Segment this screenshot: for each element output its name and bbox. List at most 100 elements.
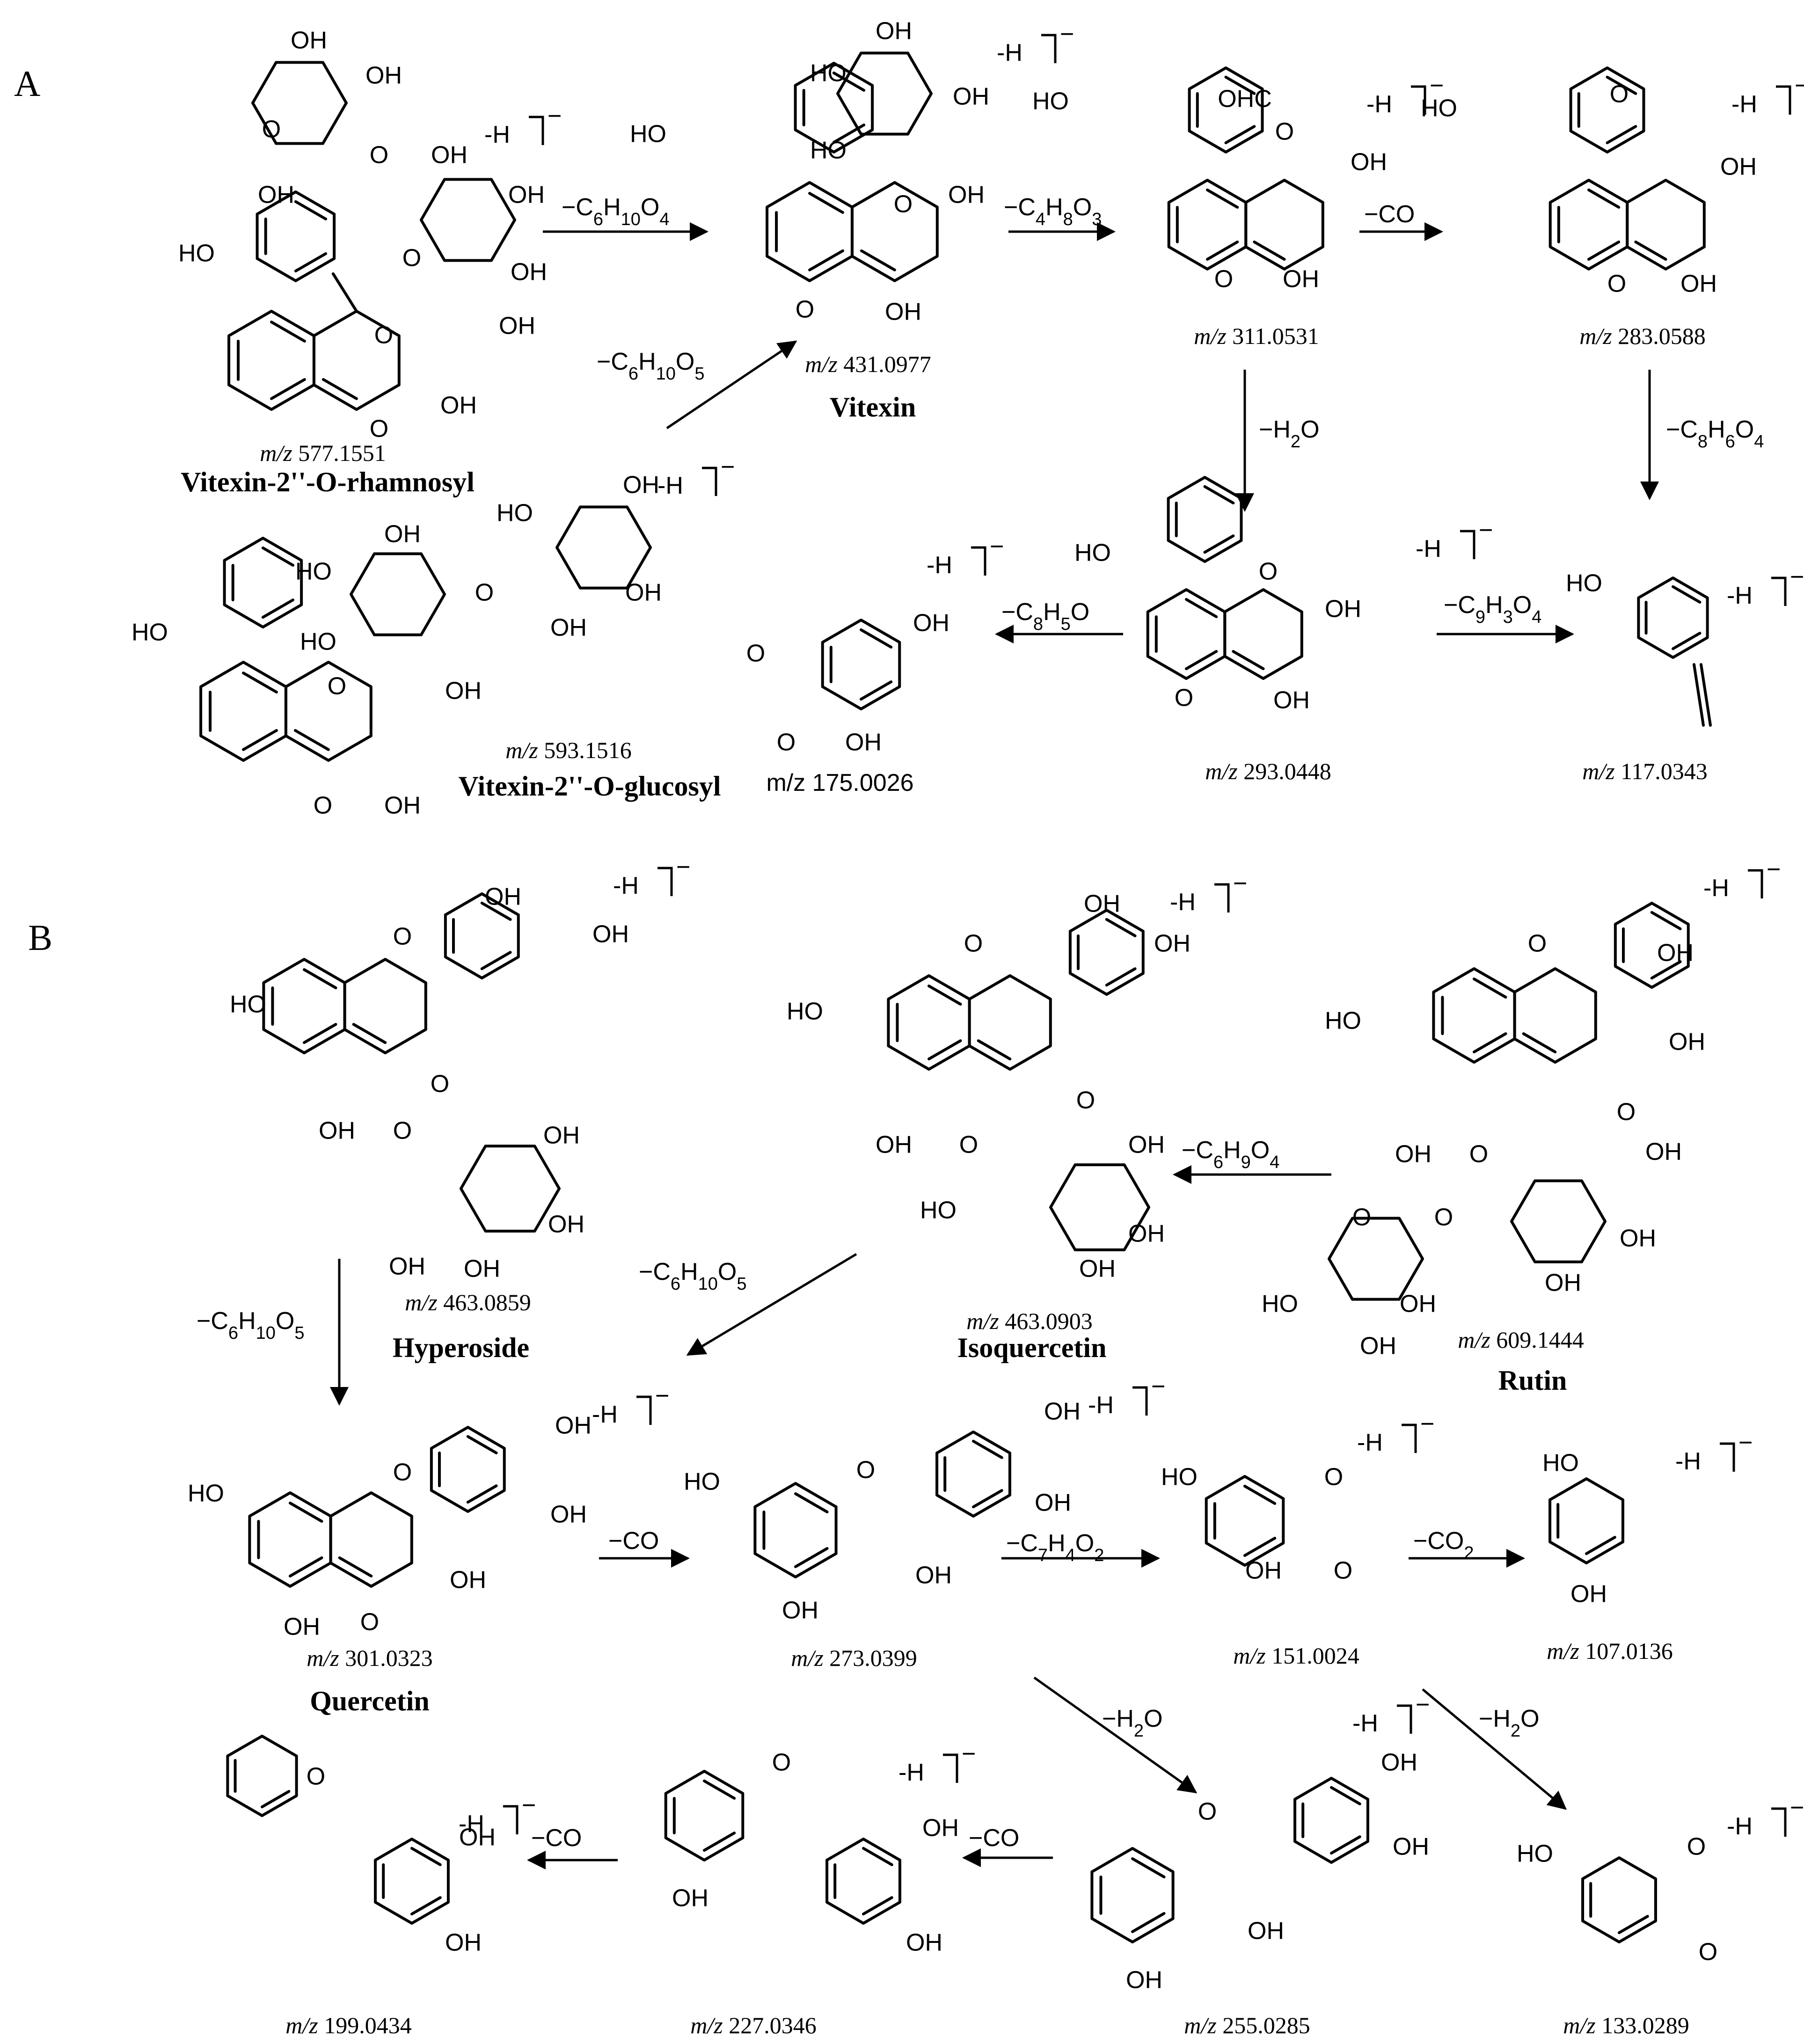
s175-ring-o: O <box>746 640 765 667</box>
charge-minus: − <box>1795 72 1804 99</box>
s273-oh-3: OH <box>915 1562 952 1589</box>
arrow-593-to-431 <box>666 340 797 430</box>
panel-label-a: A <box>14 63 40 104</box>
s311-ring-b <box>1188 66 1264 153</box>
s199-ring-a <box>226 1735 298 1817</box>
s117-ring <box>1637 577 1709 659</box>
c593-glc-oh: OH <box>384 521 421 548</box>
s175-carbonyl-o: O <box>777 729 796 756</box>
compound-name-c609: Rutin <box>1498 1365 1567 1396</box>
s293-oh-5: OH <box>1273 687 1310 714</box>
que-ring-b <box>430 1426 506 1513</box>
c593-oh-7: OH <box>445 678 482 705</box>
neutral-loss-l12: −CO <box>608 1527 659 1555</box>
charge-label: -H <box>1731 91 1757 118</box>
c431-glucose-ring <box>836 51 933 136</box>
mz-label-c107: m/z 107.0136 <box>1547 1638 1673 1664</box>
charge-minus: − <box>721 453 735 481</box>
s117-alkyne <box>1693 663 1705 727</box>
iso-glc-oh: HO <box>920 1197 957 1224</box>
charge-label: -H <box>1703 875 1729 902</box>
s255-ring-a <box>1090 1847 1175 1943</box>
s117-oh: HO <box>1566 570 1602 597</box>
rut-glc-oh: OH <box>1645 1139 1682 1166</box>
c577-rha-o: O <box>262 116 281 143</box>
s273-oh-6: HO <box>684 1468 720 1496</box>
mz-label-c255: m/z 255.0285 <box>1184 2012 1310 2038</box>
rut-ring-o: O <box>1528 930 1547 957</box>
que-oh-3: OH <box>450 1567 486 1594</box>
hyp-ring-o: O <box>393 923 412 950</box>
charge-minus: − <box>1790 563 1804 591</box>
mz-label-c301: m/z 301.0323 <box>307 1645 432 1671</box>
rut-rha-o: O <box>1352 1204 1371 1231</box>
s273-oh-3p: OH <box>1035 1489 1071 1517</box>
s283-ring-c <box>1626 179 1706 270</box>
s273-oh-4p: OH <box>1044 1398 1081 1425</box>
c593-glc2-oh: OH <box>625 579 662 606</box>
s255-charge: -H− <box>1352 1691 1430 1737</box>
c431-oh-7: OH <box>948 182 985 209</box>
s311-oh-5: OH <box>1283 266 1319 293</box>
que-ring-c <box>329 1491 413 1588</box>
rut-oh-5: OH <box>1395 1141 1432 1168</box>
c593-glc-oh: HO <box>295 558 332 585</box>
neutral-loss-l3: −C4H8O3 <box>1004 194 1102 229</box>
iso-oh-3p: OH <box>1084 891 1120 918</box>
compound-name-c463i: Isoquercetin <box>957 1332 1107 1363</box>
rut-ring-b <box>1614 902 1690 989</box>
c577-ring-o: O <box>374 322 393 349</box>
rut-glc-oh: OH <box>1545 1270 1581 1297</box>
c593-charge: -H− <box>657 453 735 499</box>
que-carbonyl-o: O <box>360 1609 379 1636</box>
s227-oh-4p: OH <box>906 1929 942 1956</box>
s273-ring-b <box>935 1431 1011 1518</box>
c577-rhamnose-ring <box>251 61 348 145</box>
c593-oh-5: OH <box>384 792 421 819</box>
s273-charge: -H − <box>1088 1373 1165 1419</box>
c431-ring-o: O <box>894 191 913 218</box>
c577-glc-oh: OH <box>508 182 545 209</box>
charge-minus: − <box>1151 1373 1165 1400</box>
s255-oh-4: OH <box>1126 1967 1162 1994</box>
neutral-loss-l11: −C6H10O5 <box>197 1307 305 1343</box>
charge-minus: − <box>522 1792 536 1819</box>
iso-ring-b <box>1068 909 1145 996</box>
iso-carbonyl-o: O <box>959 1132 978 1159</box>
c593-oh-b: HO <box>131 619 168 646</box>
s311-carbonyl-o: O <box>1214 266 1233 293</box>
charge-label: -H <box>1727 582 1753 609</box>
c577-carbonyl-o: O <box>370 416 388 443</box>
s133-ring <box>1581 1856 1657 1943</box>
charge-minus: − <box>1479 517 1493 544</box>
c577-charge: -H− <box>484 102 562 148</box>
mz-label-c117: m/z 117.0343 <box>1582 758 1708 784</box>
iso-glc-oh: OH <box>1128 1220 1165 1248</box>
iso-oh-7: HO <box>787 998 823 1025</box>
charge-label: -H <box>613 872 639 899</box>
s311-ring-c <box>1244 179 1324 270</box>
charge-minus: − <box>1420 1410 1434 1438</box>
c577-glucose-ring <box>420 178 516 262</box>
neutral-loss-l9: −C6H9O4 <box>1182 1137 1279 1172</box>
c431-glc-oh: OH <box>953 83 989 110</box>
charge-label: -H <box>1088 1392 1114 1419</box>
charge-label: -H <box>459 1810 484 1838</box>
s199-ring-b <box>374 1838 450 1925</box>
charge-minus: − <box>1790 1794 1804 1821</box>
charge-minus: − <box>1416 1691 1430 1718</box>
s199-oh-3p: OH <box>459 1824 496 1851</box>
s293-carbonyl-o: O <box>1175 685 1193 712</box>
s283-ring-o: O <box>1610 81 1629 108</box>
c577-ring-a <box>227 310 315 411</box>
s199-charge: -H − <box>459 1792 536 1838</box>
panel-label-b: B <box>28 917 52 958</box>
s293-oh-7: OH <box>1325 596 1361 623</box>
que-oh-5: OH <box>284 1613 320 1641</box>
s293-oh-b: HO <box>1074 540 1111 567</box>
charge-minus: − <box>548 102 562 130</box>
c431-ring-c <box>850 181 939 282</box>
s117-alkyne <box>1700 663 1712 727</box>
c593-ring-c <box>284 661 372 762</box>
neutral-loss-l13: −C7H4O2 <box>1006 1530 1104 1565</box>
